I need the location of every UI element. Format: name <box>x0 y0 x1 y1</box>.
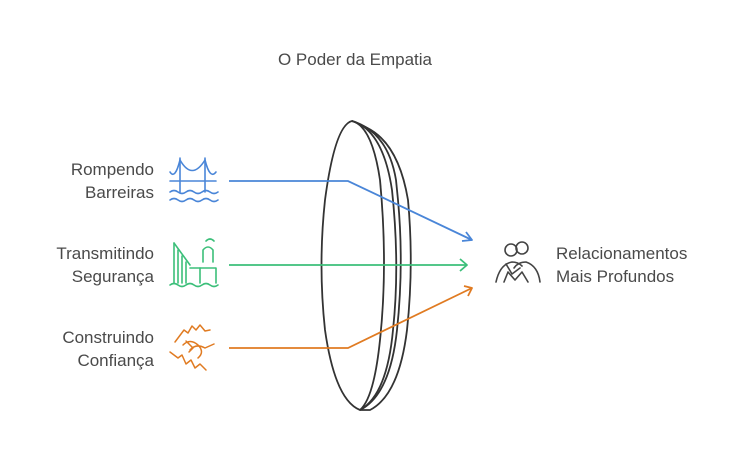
label-transmitindo-seguranca: Transmitindo Segurança <box>56 244 154 286</box>
lens-edge <box>360 125 412 411</box>
handshake-icon <box>169 324 215 371</box>
people-hug-icon <box>495 241 541 283</box>
lighthouse-icon <box>169 238 219 288</box>
arrow-transmitindo <box>229 258 468 272</box>
lens-rim-mid <box>351 120 385 411</box>
label-rompendo-barreiras: Rompendo Barreiras <box>70 160 154 202</box>
lens-rim-inner <box>351 120 398 411</box>
bridge-icon <box>169 157 219 203</box>
arrow-rompendo <box>229 180 473 242</box>
label-construindo-confianca: Construindo Confiança <box>62 328 154 370</box>
arrow-construindo <box>229 285 473 349</box>
label-relacionamentos-mais-profundos: Relacionamentos Mais Profundos <box>556 244 688 286</box>
diagram-title: O Poder da Empatia <box>277 50 433 69</box>
